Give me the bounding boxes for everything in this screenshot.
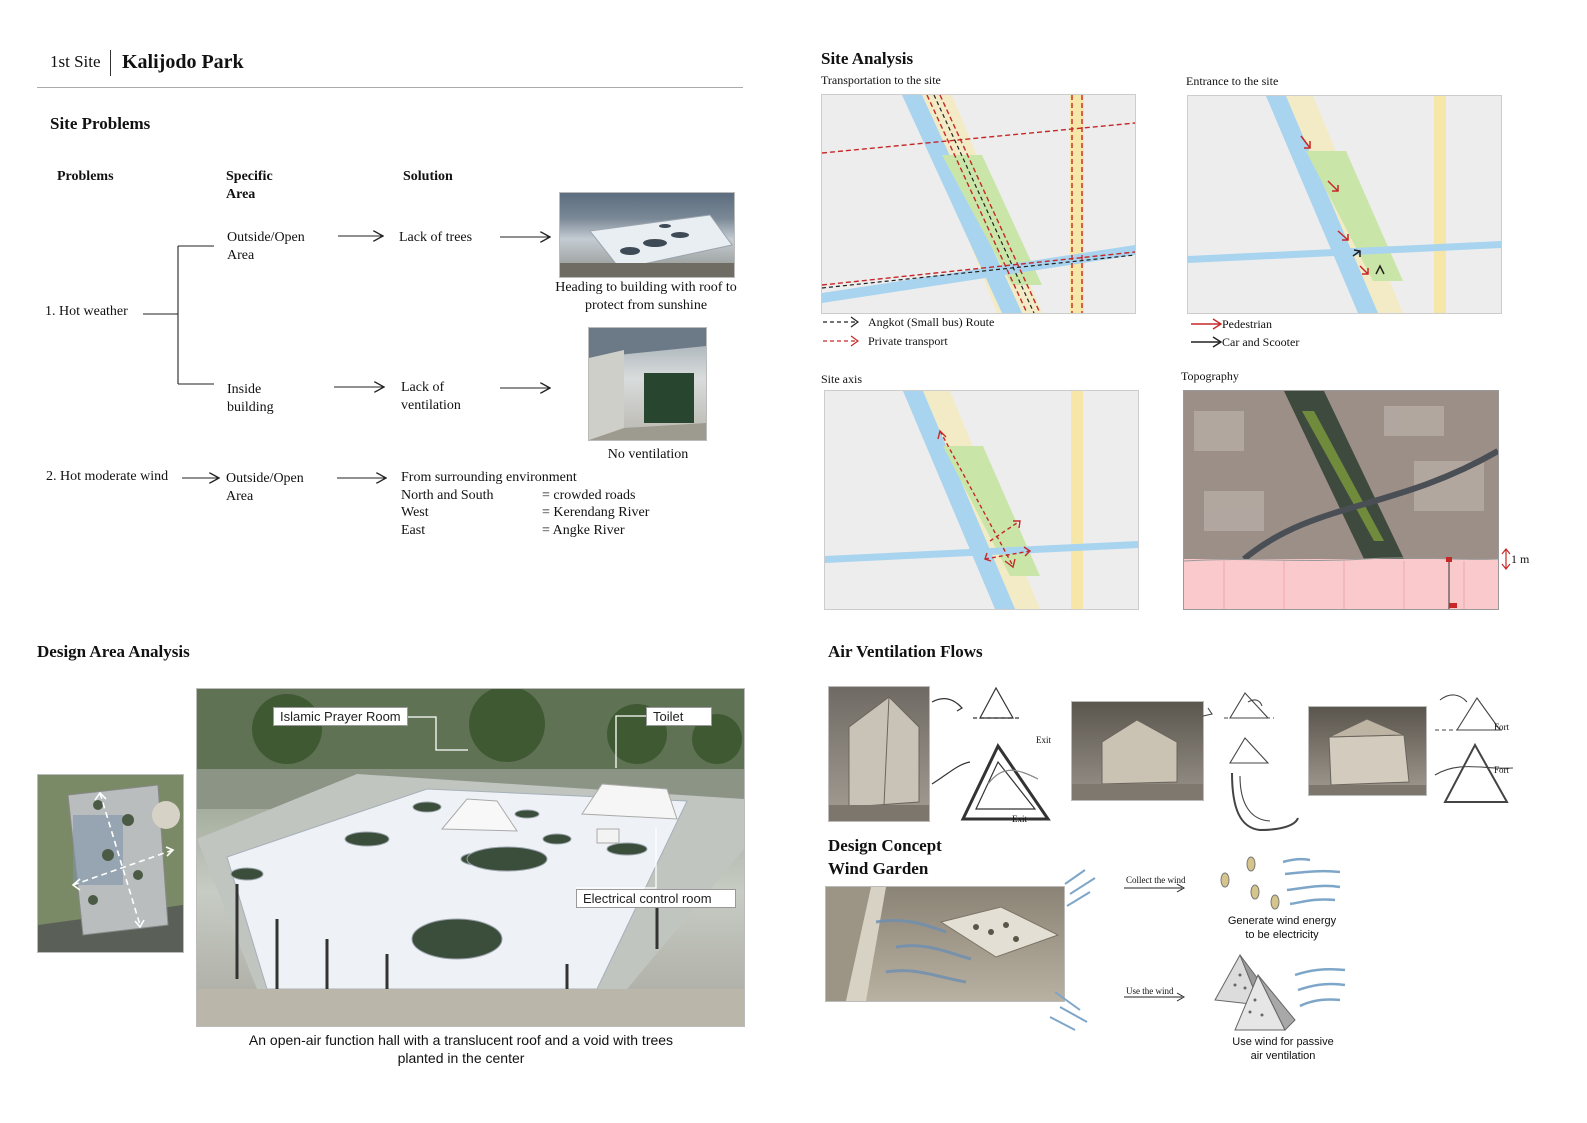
ventilation-sketch-2 bbox=[1202, 692, 1299, 832]
generate-energy-label: Generate wind energy to be electricity bbox=[1227, 915, 1337, 941]
caption-roof: Heading to building with roof to protect… bbox=[555, 280, 737, 313]
label-electrical-room: Electrical control room bbox=[576, 889, 736, 908]
roof-photo-drawing bbox=[560, 214, 734, 277]
passive-ventilation-pyramids bbox=[1214, 953, 1346, 1031]
interior-photo-drawing bbox=[589, 328, 706, 440]
header-rule bbox=[37, 87, 743, 88]
concept-title-line1: Design Concept bbox=[828, 836, 942, 855]
env-row-2-dir: East bbox=[401, 523, 426, 538]
legend-pedestrian: Pedestrian bbox=[1222, 317, 1272, 331]
solution-lack-ventilation: Lack of ventilation bbox=[401, 380, 461, 413]
entrance-legend-arrows bbox=[1191, 318, 1223, 348]
tent-photo-3-drawing bbox=[1309, 718, 1426, 795]
env-row-1-dir: West bbox=[401, 505, 429, 520]
site-problems-title: Site Problems bbox=[50, 114, 151, 133]
transport-legend-lines bbox=[823, 316, 860, 347]
tent-photo-2 bbox=[1071, 701, 1204, 801]
env-row-0-val: = crowded roads bbox=[542, 488, 636, 503]
aerial-thumbnail-drawing bbox=[38, 775, 183, 952]
solution-lack-trees: Lack of trees bbox=[399, 230, 473, 245]
concept-arrows bbox=[1124, 883, 1186, 1002]
ventilation-sketch-3 bbox=[1434, 694, 1514, 803]
tent-photo-1-drawing bbox=[829, 696, 929, 821]
env-row-1-val: = Kerendang River bbox=[542, 505, 650, 520]
topography-map bbox=[1183, 390, 1499, 610]
topo-scale-label: 1 m bbox=[1511, 552, 1530, 566]
collect-wind-label: Collect the wind bbox=[1126, 875, 1186, 885]
label-toilet: Toilet bbox=[646, 707, 712, 726]
area-outside-open: Outside/Open Area bbox=[227, 230, 305, 263]
air-ventilation-title: Air Ventilation Flows bbox=[828, 642, 983, 661]
sketch-note-2: Exit bbox=[1012, 814, 1027, 824]
site-axis-map bbox=[824, 390, 1139, 610]
interior-photo bbox=[588, 327, 707, 441]
sketch-note-1: Exit bbox=[1036, 735, 1051, 745]
passive-ventilation-label: Use wind for passive air ventilation bbox=[1232, 1036, 1334, 1062]
tent-photo-1 bbox=[828, 686, 930, 822]
transport-title: Transportation to the site bbox=[821, 73, 941, 87]
entrance-map-drawing bbox=[1188, 96, 1501, 313]
concept-title-line2: Wind Garden bbox=[828, 859, 929, 878]
tent-photo-2-drawing bbox=[1072, 719, 1203, 800]
site-analysis-title: Site Analysis bbox=[821, 49, 914, 68]
hall-photo-drawing bbox=[197, 689, 744, 1026]
topography-map-drawing bbox=[1184, 391, 1498, 609]
wind-garden-photo bbox=[825, 886, 1065, 1002]
wind-turbines bbox=[1220, 856, 1341, 910]
hall-callout-lines bbox=[406, 715, 657, 889]
caption-no-ventilation: No ventilation bbox=[607, 447, 689, 462]
wind-garden-photo-drawing bbox=[826, 887, 1060, 1001]
roof-photo bbox=[559, 192, 735, 278]
area-inside-building: Inside building bbox=[227, 382, 274, 415]
legend-angkot: Angkot (Small bus) Route bbox=[868, 315, 995, 329]
design-area-title: Design Area Analysis bbox=[37, 642, 190, 661]
wind-streaks bbox=[1049, 869, 1096, 1031]
solution-environment: From surrounding environment bbox=[401, 470, 577, 485]
site-prefix: 1st Site bbox=[50, 52, 101, 71]
header-divider bbox=[110, 50, 111, 76]
legend-car-scooter: Car and Scooter bbox=[1222, 335, 1300, 349]
topo-scale-arrow bbox=[1501, 548, 1511, 570]
env-row-2-val: = Angke River bbox=[542, 523, 625, 538]
sketch-note-4: Fort bbox=[1494, 765, 1510, 775]
ventilation-sketch-1 bbox=[931, 686, 1051, 821]
topography-title: Topography bbox=[1181, 369, 1239, 383]
aerial-thumbnail bbox=[37, 774, 184, 953]
col-solution: Solution bbox=[403, 169, 453, 184]
entrance-map bbox=[1187, 95, 1502, 314]
col-specific-area: Specific Area bbox=[226, 169, 273, 202]
site-name: Kalijodo Park bbox=[122, 51, 244, 73]
problems-flow-lines bbox=[143, 0, 760, 560]
sketch-note-3: Fort bbox=[1494, 722, 1510, 732]
legend-private: Private transport bbox=[868, 334, 948, 348]
hall-caption: An open-air function hall with a translu… bbox=[248, 1032, 674, 1066]
entrance-title: Entrance to the site bbox=[1186, 74, 1279, 88]
transport-map bbox=[821, 94, 1136, 314]
env-row-0-dir: North and South bbox=[401, 488, 494, 503]
hall-photo bbox=[196, 688, 745, 1027]
site-axis-map-drawing bbox=[825, 391, 1138, 609]
site-axis-title: Site axis bbox=[821, 372, 862, 386]
col-problems: Problems bbox=[57, 169, 114, 184]
area-outside-open-2: Outside/Open Area bbox=[226, 471, 304, 504]
label-prayer-room: Islamic Prayer Room bbox=[273, 707, 408, 726]
transport-map-drawing bbox=[822, 95, 1135, 313]
use-wind-label: Use the wind bbox=[1126, 986, 1174, 996]
problem-hot-weather: 1. Hot weather bbox=[45, 304, 128, 319]
tent-photo-3 bbox=[1308, 706, 1427, 796]
problem-hot-wind: 2. Hot moderate wind bbox=[46, 469, 169, 484]
